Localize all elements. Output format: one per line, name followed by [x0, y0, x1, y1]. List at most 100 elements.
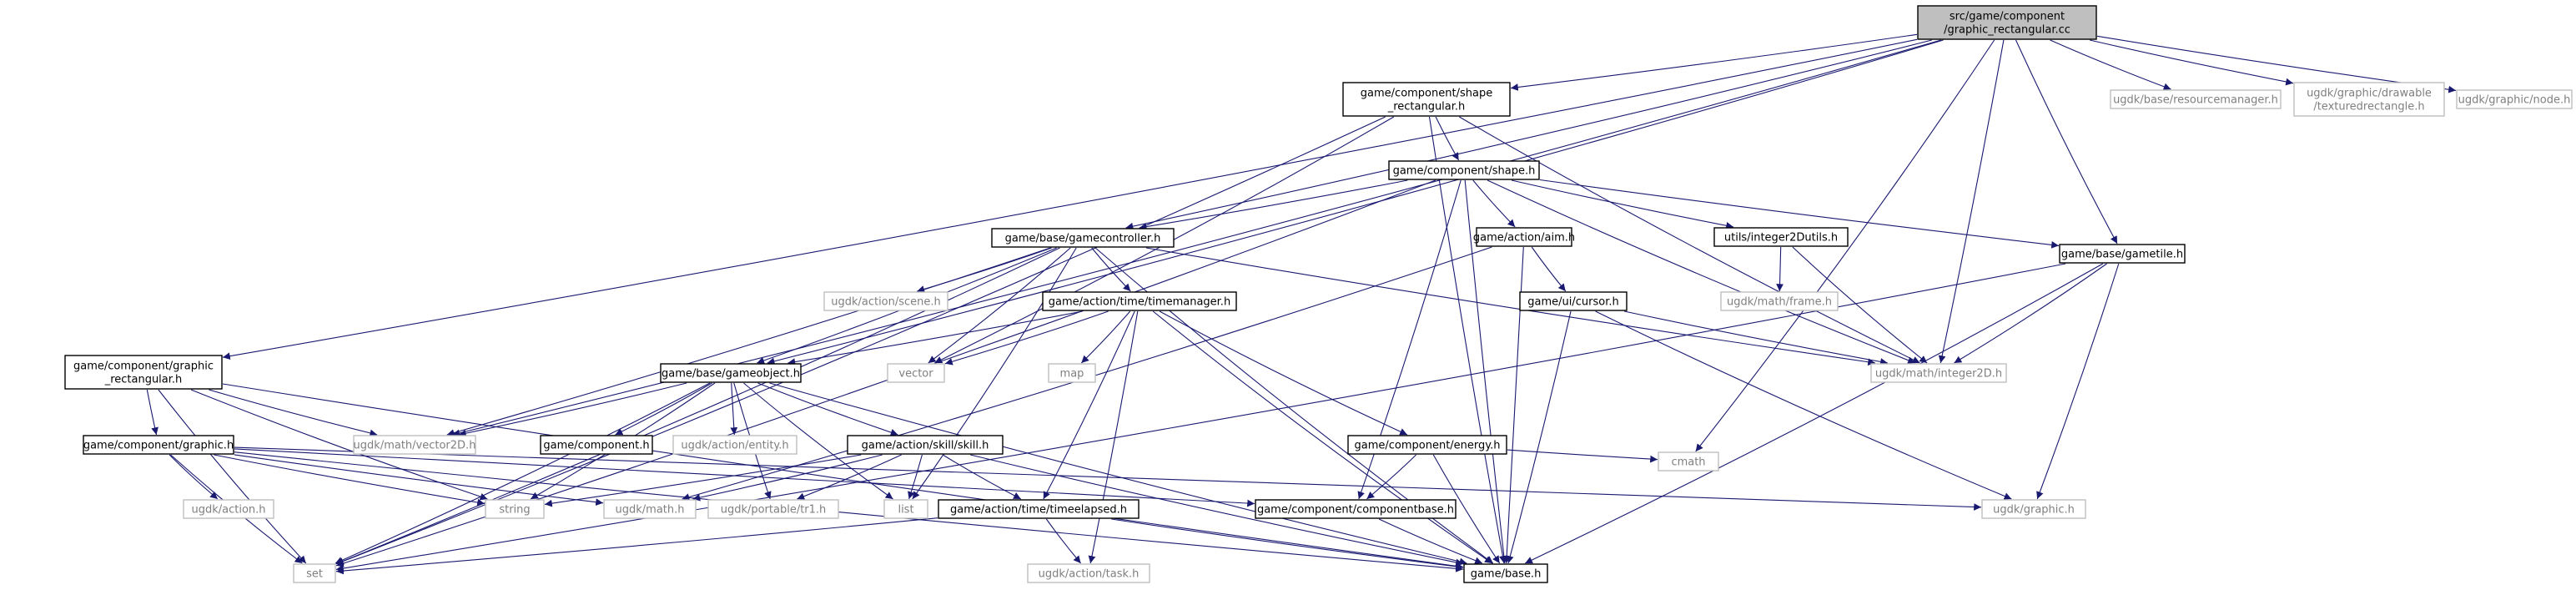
- node-aim[interactable]: game/action/aim.h: [1473, 227, 1575, 247]
- node-box-gamecontroller[interactable]: [991, 228, 1175, 248]
- node-box-skill[interactable]: [847, 435, 1004, 455]
- node-box-cmath[interactable]: [1658, 451, 1719, 471]
- edge-integer2dutils-to-frame: [1776, 246, 1784, 292]
- node-cursor[interactable]: game/ui/cursor.h: [1519, 291, 1628, 311]
- node-entity[interactable]: ugdk/action/entity.h: [672, 435, 797, 455]
- node-box-energy[interactable]: [1347, 435, 1507, 455]
- node-box-string[interactable]: [485, 499, 545, 519]
- edge-root-to-gametile: [2015, 39, 2118, 245]
- node-box-frame[interactable]: [1720, 291, 1839, 311]
- node-box-set[interactable]: [293, 563, 336, 583]
- node-box-root[interactable]: [1917, 5, 2097, 40]
- node-gamecontroller[interactable]: game/base/gamecontroller.h: [991, 228, 1175, 248]
- node-ugdk_graphic[interactable]: ugdk/graphic.h: [1981, 499, 2086, 519]
- node-box-task[interactable]: [1027, 563, 1150, 583]
- node-string[interactable]: string: [485, 499, 545, 519]
- node-list[interactable]: list: [883, 499, 928, 519]
- edge-timemanager-to-energy: [1159, 310, 1408, 436]
- node-box-componentbase[interactable]: [1255, 499, 1457, 519]
- node-label-aim-0: game/action/aim.h: [1473, 232, 1575, 245]
- node-box-timemanager[interactable]: [1042, 291, 1237, 311]
- node-label-map-0: map: [1060, 368, 1084, 381]
- node-box-math_h[interactable]: [603, 499, 697, 519]
- node-box-aim[interactable]: [1476, 227, 1572, 247]
- node-box-texrect[interactable]: [2293, 82, 2445, 117]
- node-box-integer2dutils[interactable]: [1713, 227, 1849, 247]
- node-vector[interactable]: vector: [887, 363, 945, 383]
- node-gametile[interactable]: game/base/gametile.h: [2059, 244, 2186, 264]
- node-set[interactable]: set: [293, 563, 336, 583]
- node-box-graphic_rect_h[interactable]: [64, 355, 223, 390]
- nodes-layer: src/game/component/graphic_rectangular.c…: [64, 5, 2573, 583]
- node-box-action_h[interactable]: [183, 499, 274, 519]
- edge-gamecontroller-to-vector: [928, 247, 1071, 364]
- node-box-gametile[interactable]: [2059, 244, 2186, 264]
- node-integer2d[interactable]: ugdk/math/integer2D.h: [1870, 363, 2007, 383]
- node-graphic_h[interactable]: game/component/graphic.h: [83, 435, 234, 455]
- node-texrect[interactable]: ugdk/graphic/drawable/texturedrectangle.…: [2293, 82, 2445, 117]
- node-resmgr[interactable]: ugdk/base/resourcemanager.h: [2110, 89, 2282, 109]
- node-cmath[interactable]: cmath: [1658, 451, 1719, 471]
- node-vector2d[interactable]: ugdk/math/vector2D.h: [353, 435, 476, 455]
- node-action_h[interactable]: ugdk/action.h: [183, 499, 274, 519]
- edge-timeelapsed-to-set: [335, 517, 938, 575]
- node-box-list[interactable]: [883, 499, 928, 519]
- node-box-integer2d[interactable]: [1870, 363, 2007, 383]
- node-skill[interactable]: game/action/skill/skill.h: [847, 435, 1004, 455]
- node-label-root-0: src/game/component: [1950, 11, 2065, 23]
- node-box-gameobject[interactable]: [660, 363, 802, 383]
- node-box-vector2d[interactable]: [353, 435, 476, 455]
- node-node_h[interactable]: ugdk/graphic/node.h: [2456, 89, 2573, 109]
- node-box-component[interactable]: [540, 435, 653, 455]
- node-box-entity[interactable]: [672, 435, 797, 455]
- node-box-ugdk_graphic[interactable]: [1981, 499, 2086, 519]
- edge-graphic_rect_h-to-vector2d: [209, 389, 378, 437]
- node-gameobject[interactable]: game/base/gameobject.h: [660, 363, 802, 383]
- node-integer2dutils[interactable]: utils/integer2Dutils.h: [1713, 227, 1849, 247]
- node-frame[interactable]: ugdk/math/frame.h: [1720, 291, 1839, 311]
- node-box-shape_rect[interactable]: [1342, 82, 1511, 117]
- node-timeelapsed[interactable]: game/action/time/timeelapsed.h: [938, 499, 1140, 519]
- node-box-timeelapsed[interactable]: [938, 499, 1140, 519]
- node-box-base_h[interactable]: [1463, 563, 1548, 583]
- node-component[interactable]: game/component.h: [540, 435, 653, 455]
- node-shape_h[interactable]: game/component/shape.h: [1388, 160, 1540, 180]
- node-componentbase[interactable]: game/component/componentbase.h: [1255, 499, 1457, 519]
- edge-componentbase-to-base_h: [1378, 518, 1483, 564]
- node-task[interactable]: ugdk/action/task.h: [1027, 563, 1150, 583]
- edge-root-to-resmgr: [2050, 39, 2171, 91]
- edge-skill-to-base_h: [970, 454, 1464, 567]
- edge-gamecontroller-to-set: [335, 247, 1060, 565]
- node-box-shape_h[interactable]: [1388, 160, 1540, 180]
- edge-gamecontroller-to-integer2d: [1145, 247, 1876, 366]
- node-math_h[interactable]: ugdk/math.h: [603, 499, 697, 519]
- node-label-list-0: list: [898, 504, 913, 517]
- edge-root-to-texrect: [2089, 39, 2294, 86]
- node-box-vector[interactable]: [887, 363, 945, 383]
- edge-graphic_h-to-action_h: [169, 454, 219, 500]
- edge-aim-to-base_h: [1502, 246, 1524, 564]
- node-label-frame-0: ugdk/math/frame.h: [1727, 296, 1832, 309]
- node-scene[interactable]: ugdk/action/scene.h: [823, 291, 948, 311]
- node-box-graphic_h[interactable]: [83, 435, 234, 455]
- node-box-tr1[interactable]: [707, 499, 839, 519]
- node-label-gameobject-0: game/base/gameobject.h: [662, 368, 800, 381]
- edge-aim-to-cursor: [1531, 246, 1567, 292]
- node-box-scene[interactable]: [823, 291, 948, 311]
- node-map[interactable]: map: [1048, 363, 1096, 383]
- node-box-resmgr[interactable]: [2110, 89, 2282, 109]
- node-shape_rect[interactable]: game/component/shape_rectangular.h: [1342, 82, 1511, 117]
- node-timemanager[interactable]: game/action/time/timemanager.h: [1042, 291, 1237, 311]
- node-label-texrect-0: ugdk/graphic/drawable: [2307, 88, 2432, 100]
- node-label-cmath-0: cmath: [1671, 456, 1705, 469]
- node-root[interactable]: src/game/component/graphic_rectangular.c…: [1917, 5, 2097, 40]
- node-energy[interactable]: game/component/energy.h: [1347, 435, 1507, 455]
- node-box-node_h[interactable]: [2456, 89, 2573, 109]
- node-base_h[interactable]: game/base.h: [1463, 563, 1548, 583]
- edge-graphic_rect_h-to-graphic_h: [146, 389, 158, 436]
- node-graphic_rect_h[interactable]: game/component/graphic_rectangular.h: [64, 355, 223, 390]
- node-tr1[interactable]: ugdk/portable/tr1.h: [707, 499, 839, 519]
- node-box-cursor[interactable]: [1519, 291, 1628, 311]
- node-box-map[interactable]: [1048, 363, 1096, 383]
- node-label-integer2d-0: ugdk/math/integer2D.h: [1875, 368, 2002, 381]
